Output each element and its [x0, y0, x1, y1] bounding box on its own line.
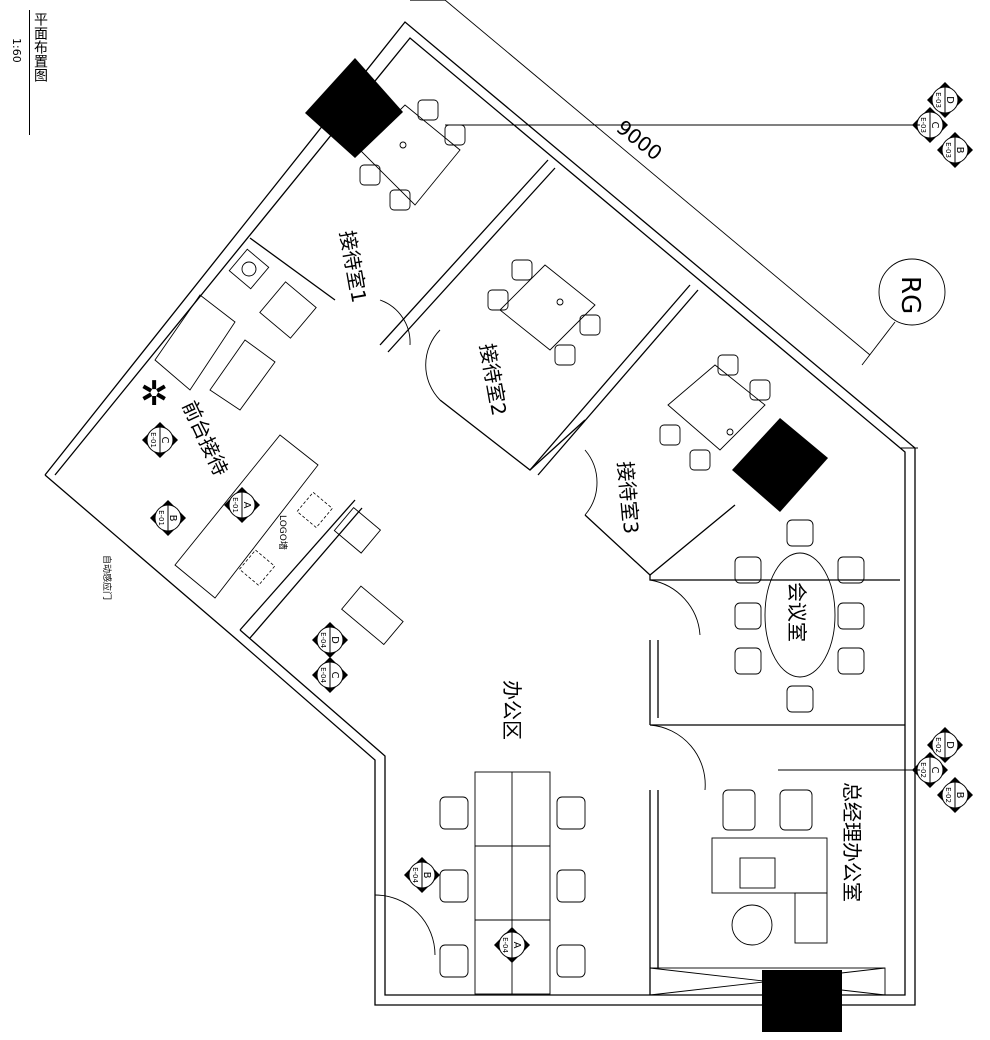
callout-letter: B	[954, 147, 965, 154]
front-desk	[174, 434, 404, 646]
room-label-front-desk: 前台接待	[177, 397, 233, 480]
callout-sheet: E-02	[934, 737, 942, 753]
callout-letter: D	[944, 741, 955, 749]
logo-wall-note: LOGO墙	[277, 515, 289, 550]
column	[762, 970, 842, 1032]
callout-sheet: E-01	[157, 510, 165, 526]
callout-sheet: E-04	[319, 667, 327, 683]
elevation-callout: BE-03	[937, 132, 973, 168]
callout-letter: C	[159, 437, 170, 444]
callout-sheet: E-04	[501, 937, 509, 953]
callout-letter: B	[954, 792, 965, 799]
reception2-table	[487, 259, 601, 366]
room-label-reception2: 接待室2	[475, 342, 511, 418]
callout-sheet: E-03	[919, 117, 927, 133]
reception3-table	[659, 354, 771, 471]
elevation-callout: BE-01	[150, 500, 186, 536]
room-label-reception1: 接待室1	[335, 229, 371, 305]
callout-letter: B	[167, 515, 178, 522]
elevation-callout: BE-04	[404, 857, 440, 893]
callout-letter: A	[241, 502, 252, 509]
callout-sheet: E-04	[319, 632, 327, 648]
elevation-callout: CE-04	[312, 657, 348, 693]
callout-letter: C	[929, 122, 940, 129]
room-label-meeting: 会议室	[785, 582, 809, 642]
room-label-office-area: 办公区	[500, 680, 524, 740]
callout-sheet: E-02	[919, 762, 927, 778]
door-swings	[374, 299, 706, 956]
room-label-gm-office: 总经理办公室	[840, 782, 864, 902]
elevation-callout: CE-03	[912, 107, 948, 143]
dimension-9000: 9000	[612, 115, 667, 165]
callout-sheet: E-03	[944, 142, 952, 158]
gm-desk	[711, 789, 828, 946]
elevation-callout: DE-02	[927, 727, 963, 763]
elevation-callout: AE-01	[224, 487, 260, 523]
callout-letter: D	[329, 636, 340, 644]
callout-letter: B	[421, 872, 432, 879]
plant-icon: ✲	[140, 374, 169, 414]
callout-sheet: E-01	[149, 432, 157, 448]
callout-sheet: E-02	[944, 787, 952, 803]
grid-marker-label: RG	[895, 276, 925, 314]
elevation-callout: DE-04	[312, 622, 348, 658]
column	[305, 58, 403, 158]
title-divider	[29, 10, 30, 135]
drawing-scale: 1:60	[10, 38, 23, 63]
callout-letter: D	[944, 96, 955, 104]
exterior-walls	[44, 0, 918, 1006]
drawing-title: 平面布置图	[32, 12, 48, 82]
elevation-callout: AE-04	[494, 927, 530, 963]
elevation-callout: DE-03	[927, 82, 963, 118]
callout-sheet: E-04	[411, 867, 419, 883]
callout-letter: C	[329, 672, 340, 679]
elevation-callout: CE-02	[912, 752, 948, 788]
callout-sheet: E-01	[231, 497, 239, 513]
grid-marker-circle	[878, 258, 946, 326]
elevation-callout: CE-01	[142, 422, 178, 458]
column	[732, 418, 828, 512]
interior-walls	[239, 159, 905, 996]
callout-letter: C	[929, 767, 940, 774]
callout-sheet: E-03	[934, 92, 942, 108]
sofa-area: ✲	[140, 248, 317, 414]
auto-door-note: 自动感应门	[101, 555, 113, 600]
title-block: 平面布置图 1:60	[10, 12, 50, 82]
meeting-table	[734, 519, 865, 713]
callout-letter: A	[511, 942, 522, 949]
room-label-reception3: 接待室3	[613, 460, 643, 535]
elevation-callout: BE-02	[937, 777, 973, 813]
